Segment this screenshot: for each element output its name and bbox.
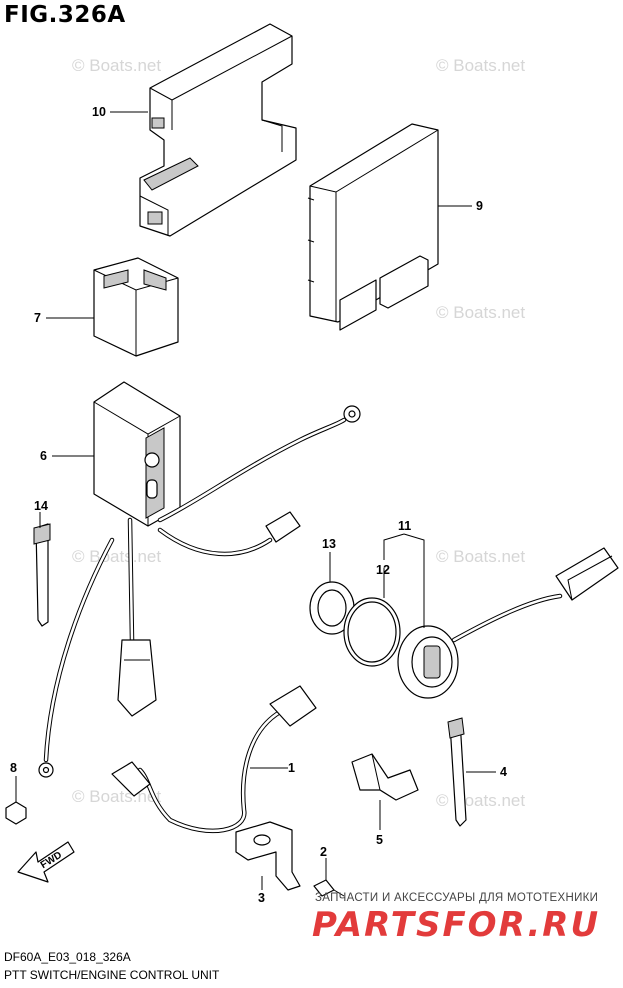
fwd-direction-arrow: FWD xyxy=(17,841,75,883)
part-7-connector-boot xyxy=(93,257,179,357)
callout-9: 9 xyxy=(476,199,483,213)
part-12-o-ring xyxy=(343,597,401,667)
callouts: 10 9 7 6 14 11 13 12 8 1 4 5 2 3 xyxy=(10,105,507,905)
figure-title: FIG.326A xyxy=(4,2,126,28)
promo-tagline: ЗАПЧАСТИ И АКСЕССУАРЫ ДЛЯ МОТОТЕХНИКИ xyxy=(315,892,599,904)
callout-2: 2 xyxy=(320,845,327,859)
callout-14: 14 xyxy=(34,499,48,513)
part-8-bolt xyxy=(5,796,27,825)
callout-1: 1 xyxy=(288,761,295,775)
promo-brand-logo: PARTSFOR.RU xyxy=(312,905,601,945)
watermark: © Boats.net xyxy=(436,303,525,322)
part-10-holder xyxy=(139,23,297,237)
watermark: © Boats.net xyxy=(72,56,161,75)
watermark: © Boats.net xyxy=(436,791,525,810)
callout-3: 3 xyxy=(258,891,265,905)
callout-12: 12 xyxy=(376,563,390,577)
watermark: © Boats.net xyxy=(436,56,525,75)
part-1-harness xyxy=(111,685,317,834)
watermark: © Boats.net xyxy=(72,547,161,566)
watermark: © Boats.net xyxy=(436,547,525,566)
part-11-ptt-switch-harness xyxy=(397,547,619,699)
part-3-bracket xyxy=(235,821,301,891)
part-4-cable-tie xyxy=(447,717,467,827)
part-6-ptt-switch xyxy=(38,381,361,778)
callout-7: 7 xyxy=(34,311,41,325)
callout-4: 4 xyxy=(500,765,507,779)
callout-11: 11 xyxy=(398,519,411,533)
callout-8: 8 xyxy=(10,761,17,775)
part-9-engine-control-unit xyxy=(307,123,439,331)
watermark: © Boats.net xyxy=(72,787,161,806)
part-14-cable-tie xyxy=(33,523,51,627)
figure-caption: PTT SWITCH/ENGINE CONTROL UNIT xyxy=(4,968,220,982)
figure-code: DF60A_E03_018_326A xyxy=(4,950,131,964)
callout-13: 13 xyxy=(322,537,336,551)
part-2-screw xyxy=(313,879,345,897)
callout-6: 6 xyxy=(40,449,47,463)
leader-lines xyxy=(15,111,496,890)
callout-10: 10 xyxy=(92,105,106,119)
callout-5: 5 xyxy=(376,833,383,847)
part-5-clamp xyxy=(351,753,419,801)
